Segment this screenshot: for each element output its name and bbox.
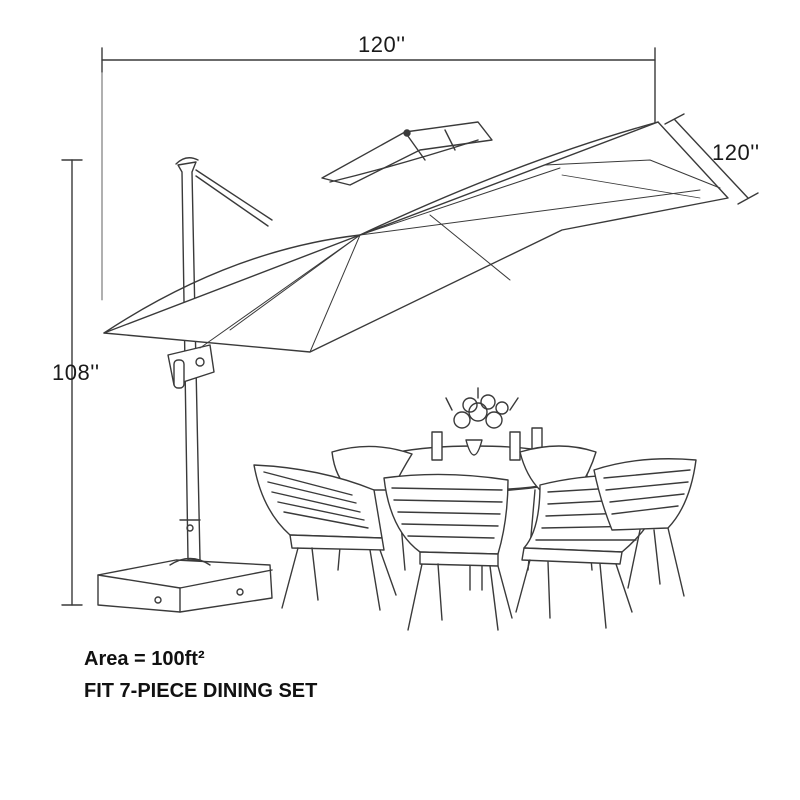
dining-set-caption: FIT 7-PIECE DINING SET bbox=[84, 680, 318, 702]
height-dimension-line bbox=[61, 159, 83, 606]
height-dimension-label: 108'' bbox=[52, 360, 100, 385]
depth-dimension-line bbox=[664, 113, 759, 205]
flower-centerpiece bbox=[431, 387, 543, 461]
width-dimension-line bbox=[101, 47, 656, 301]
umbrella-base bbox=[97, 557, 273, 613]
width-dimension-label: 120'' bbox=[358, 32, 406, 57]
umbrella-vent bbox=[321, 121, 493, 186]
dining-chair-right bbox=[593, 458, 697, 597]
depth-dimension-label: 120'' bbox=[712, 140, 760, 165]
umbrella-canopy bbox=[103, 121, 729, 353]
dining-chair-front-left bbox=[383, 473, 513, 631]
dining-chair-left bbox=[253, 464, 397, 611]
umbrella-pole bbox=[167, 157, 273, 561]
area-caption: Area = 100ft² bbox=[84, 648, 205, 670]
